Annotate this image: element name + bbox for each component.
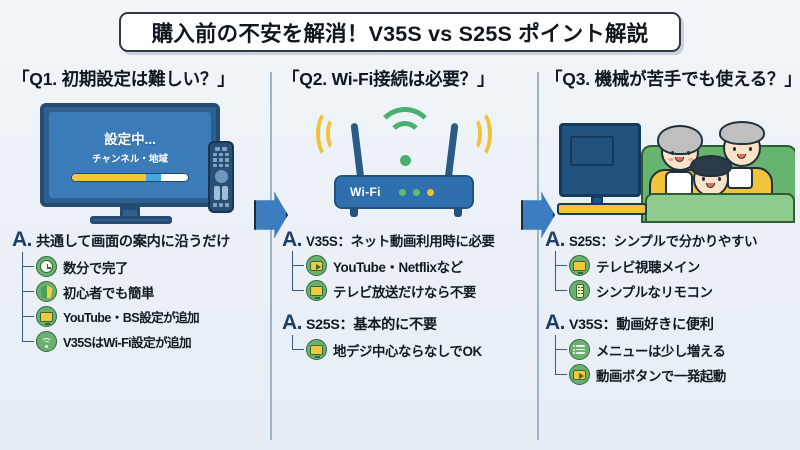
answer-headline: A. V35S：動画好きに便利 <box>545 312 795 334</box>
list-item: シンプルなリモコン <box>555 278 795 303</box>
list-item: メニューは少し増える <box>555 337 795 362</box>
answer-label: A. <box>545 228 566 251</box>
list-item: YouTube・BS設定が追加 <box>22 304 264 329</box>
clock-icon <box>36 256 57 277</box>
list-item: テレビ視聴メイン <box>555 253 795 278</box>
list-item-label: 地デジ中心ならなしでOK <box>333 343 482 359</box>
answer-text: 共通して画面の案内に沿うだけ <box>36 234 231 250</box>
tv-icon <box>569 255 590 276</box>
column-divider-1 <box>270 72 272 440</box>
answer-label: A. <box>12 228 33 251</box>
list-item-label: 初心者でも簡単 <box>63 285 154 301</box>
page-title-box: 購入前の不安を解消！V35S vs S25S ポイント解説 <box>119 12 681 52</box>
tv-screen-subtitle: チャンネル・地域 <box>92 154 168 165</box>
list-item-label: テレビ視聴メイン <box>596 259 700 275</box>
wifi-signal-icon <box>400 155 411 166</box>
tv-icon <box>36 306 57 327</box>
router-antenna-right <box>444 122 459 182</box>
list-item-label: メニューは少し増える <box>596 343 726 359</box>
answer-text: S25S：シンプルで分かりやすい <box>569 234 758 249</box>
answer-label: A. <box>282 311 303 334</box>
column-q2: 「Q2. Wi-Fi接続は必要？」 Wi-Fi A. V35S：ネット動 <box>282 66 530 446</box>
list-item-label: テレビ放送だけなら不要 <box>333 284 476 300</box>
answer-headline: A. 共通して画面の案内に沿うだけ <box>12 229 264 251</box>
progress-fill-yellow <box>72 174 147 181</box>
answer-headline: A. V35S：ネット動画利用時に必要 <box>282 229 530 250</box>
router-antenna-left <box>350 122 365 182</box>
sprout-beginner-icon <box>36 281 57 302</box>
list-item-label: YouTube・Netflixなど <box>333 259 463 275</box>
question-heading-3: 「Q3. 機械が苦手でも使える？」 <box>545 69 800 89</box>
wifi-icon <box>36 331 57 352</box>
page-title: 購入前の不安を解消！V35S vs S25S ポイント解説 <box>151 21 649 46</box>
answer-bullet-list: YouTube・Netflixなど テレビ放送だけなら不要 <box>292 251 530 303</box>
router-led-group <box>398 188 434 196</box>
tv-setup-illustration: 設定中... チャンネル・地域 <box>12 95 264 224</box>
wifi-router-illustration: Wi-Fi <box>282 95 530 223</box>
play-icon <box>306 255 327 276</box>
router-label: Wi-Fi <box>350 185 381 199</box>
router-icon: Wi-Fi <box>334 175 474 209</box>
family-watching-tv-illustration <box>545 95 795 223</box>
list-item: 初心者でも簡単 <box>22 279 264 304</box>
tv-stand-base <box>557 203 647 215</box>
progress-fill-blue <box>146 174 162 181</box>
list-item-label: 動画ボタンで一発起動 <box>596 368 726 384</box>
list-item: 数分で完了 <box>22 254 264 279</box>
tv-screen-title: 設定中... <box>104 132 156 147</box>
list-item: 動画ボタンで一発起動 <box>555 362 795 387</box>
remote-icon <box>569 280 590 301</box>
question-heading-1: 「Q1. 初期設定は難しい？」 <box>12 69 235 89</box>
answer-bullet-list: 地デジ中心ならなしでOK <box>292 335 530 362</box>
answer-text: V35S：ネット動画利用時に必要 <box>306 234 495 249</box>
list-item-label: 数分で完了 <box>63 260 128 276</box>
answer-text: S25S：基本的に不要 <box>306 317 437 333</box>
remote-control-icon <box>208 141 234 213</box>
list-item-label: シンプルなリモコン <box>596 284 713 300</box>
answer-block-3b: A. V35S：動画好きに便利 メニューは少し増える <box>545 312 795 387</box>
list-item: テレビ放送だけなら不要 <box>292 278 530 303</box>
television-icon: 設定中... チャンネル・地域 <box>40 103 220 207</box>
tv-stand-base <box>90 216 172 224</box>
answer-bullet-list: 数分で完了 初心者でも簡単 YouTube・BS設定が追加 <box>22 252 264 354</box>
answer-block-2a: A. V35S：ネット動画利用時に必要 YouTube・Netflixなど テレ… <box>282 229 530 303</box>
column-q3: 「Q3. 機械が苦手でも使える？」 <box>545 66 800 446</box>
sofa-seat <box>645 193 795 223</box>
column-divider-2 <box>537 72 539 440</box>
answer-headline: A. S25S：基本的に不要 <box>282 312 530 334</box>
answer-label: A. <box>545 311 566 334</box>
tv-icon <box>306 280 327 301</box>
play-icon <box>569 364 590 385</box>
setup-progress-bar <box>71 173 189 182</box>
menu-list-icon <box>569 339 590 360</box>
list-item-label: V35SはWi-Fi設定が追加 <box>63 336 192 350</box>
list-item: V35SはWi-Fi設定が追加 <box>22 329 264 354</box>
answer-label: A. <box>282 228 303 251</box>
answer-block-1a: A. 共通して画面の案内に沿うだけ 数分で完了 初心者でも簡単 YouTube・… <box>12 229 264 354</box>
tv-icon <box>306 339 327 360</box>
answer-headline: A. S25S：シンプルで分かりやすい <box>545 229 795 250</box>
answer-text: V35S：動画好きに便利 <box>569 317 714 333</box>
list-item: 地デジ中心ならなしでOK <box>292 337 530 362</box>
television-icon <box>559 123 641 197</box>
answer-bullet-list: メニューは少し増える 動画ボタンで一発起動 <box>555 335 795 387</box>
answer-block-3a: A. S25S：シンプルで分かりやすい テレビ視聴メイン <box>545 229 795 303</box>
answer-bullet-list: テレビ視聴メイン シンプルなリモコン <box>555 251 795 303</box>
list-item: YouTube・Netflixなど <box>292 253 530 278</box>
answer-block-2b: A. S25S：基本的に不要 地デジ中心ならなしでOK <box>282 312 530 362</box>
column-q1: 「Q1. 初期設定は難しい？」 設定中... チャンネル・地域 <box>12 66 264 446</box>
tv-screen: 設定中... チャンネル・地域 <box>49 112 211 198</box>
list-item-label: YouTube・BS設定が追加 <box>63 311 200 325</box>
question-heading-2: 「Q2. Wi-Fi接続は必要？」 <box>282 69 495 89</box>
